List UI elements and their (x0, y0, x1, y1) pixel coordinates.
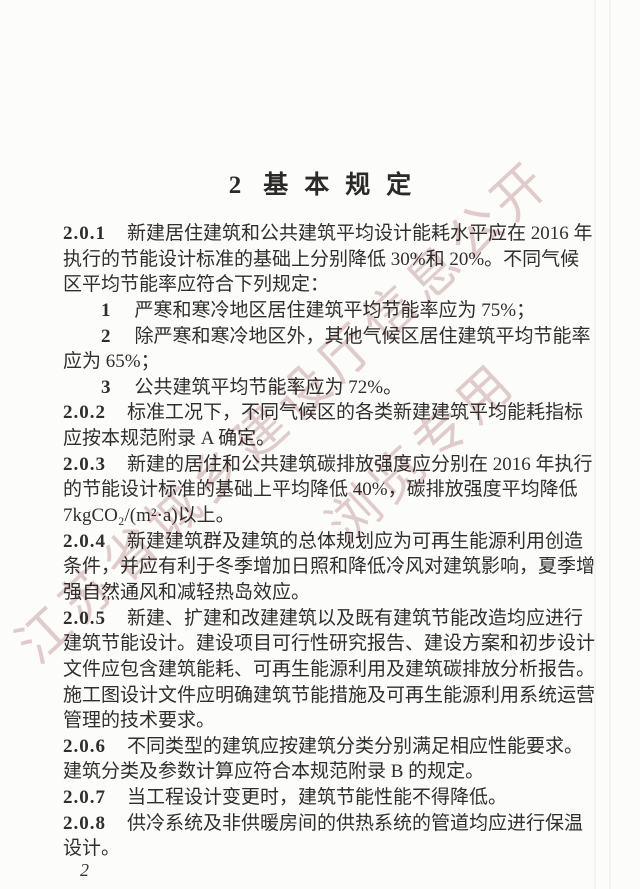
line-text: 当工程设计变更时，建筑节能性能不得降低。 (127, 787, 508, 809)
scan-artifact-line (594, 0, 596, 889)
line-text: 强自然通风和减轻热岛效应。 (63, 581, 311, 603)
clause-number: 2.0.3 (63, 453, 106, 475)
continuation-line: 施工图设计文件应明确建筑节能措施及可再生能源利用系统运营 (63, 683, 595, 709)
continuation-line: 7kgCO₂/(m²·a)以上。 (63, 503, 585, 529)
page-number: 2 (80, 860, 89, 880)
line-text: 新建的居住和公共建筑碳排放强度应分别在 2016 年执行 (127, 453, 593, 475)
clause-line: 2.0.2 标准工况下，不同气候区的各类新建建筑平均能耗指标 (63, 400, 585, 426)
clause-number: 2.0.5 (63, 607, 106, 629)
sub-item-line: 1 严寒和寒冷地区居住建筑平均节能率应为 75%； (63, 298, 585, 324)
line-text: 条件，并应有利于冬季增加日照和降低冷风对建筑影响，夏季增 (63, 556, 596, 578)
clause-number: 2.0.4 (63, 530, 106, 552)
line-text: 新建建筑群及建筑的总体规划应为可再生能源利用创造 (127, 530, 584, 552)
clause-line: 2.0.3 新建的居住和公共建筑碳排放强度应分别在 2016 年执行 (63, 452, 593, 478)
continuation-line: 设计。 (63, 836, 585, 862)
item-number: 2 (101, 325, 111, 347)
chapter-title-text: 基本规定 (263, 171, 428, 199)
line-text: 施工图设计文件应明确建筑节能措施及可再生能源利用系统运营 (63, 684, 596, 706)
line-text: 应按本规范附录 A 确定。 (63, 428, 276, 450)
line-text: 执行的节能设计标准的基础上分别降低 30%和 20%。不同气候 (63, 248, 580, 270)
continuation-line: 建筑分类及参数计算应符合本规范附录 B 的规定。 (63, 759, 585, 785)
line-text: 7kgCO₂/(m²·a)以上。 (63, 505, 235, 527)
clause-text-block: 2.0.1 新建居住建筑和公共建筑平均设计能耗水平应在 2016 年执行的节能设计… (63, 221, 595, 862)
clause-line: 2.0.7 当工程设计变更时，建筑节能性能不得降低。 (63, 785, 585, 811)
continuation-line: 建筑节能设计。建设项目可行性研究报告、建设方案和初步设计 (63, 631, 595, 657)
clause-line: 2.0.8 供冷系统及非供暖房间的供热系统的管道均应进行保温 (63, 811, 585, 837)
line-text: 设计。 (63, 838, 121, 860)
continuation-line: 文件应包含建筑能耗、可再生能源利用及建筑碳排放分析报告。 (63, 657, 595, 683)
continuation-line: 条件，并应有利于冬季增加日照和降低冷风对建筑影响，夏季增 (63, 554, 595, 580)
clause-line: 2.0.4 新建建筑群及建筑的总体规划应为可再生能源利用创造 (63, 529, 585, 555)
line-text: 标准工况下，不同气候区的各类新建建筑平均能耗指标 (127, 402, 584, 424)
line-text: 新建居住建筑和公共建筑平均设计能耗水平应在 2016 年 (127, 223, 593, 244)
clause-number: 2.0.6 (63, 735, 106, 757)
clause-line: 2.0.6 不同类型的建筑应按建筑分类分别满足相应性能要求。 (63, 734, 585, 760)
line-text: 供冷系统及非供暖房间的供热系统的管道均应进行保温 (127, 812, 584, 834)
continuation-line: 应为 65%； (63, 349, 585, 375)
line-text: 建筑节能设计。建设项目可行性研究报告、建设方案和初步设计 (63, 633, 596, 655)
line-text: 严寒和寒冷地区居住建筑平均节能率应为 75%； (134, 299, 536, 321)
chapter-number: 2 (228, 171, 242, 199)
line-text: 应为 65%； (63, 351, 160, 373)
line-text: 不同类型的建筑应按建筑分类分别满足相应性能要求。 (127, 735, 584, 757)
line-text: 的节能设计标准的基础上平均降低 40%，碳排放强度平均降低 (63, 479, 578, 501)
clause-number: 2.0.1 (63, 223, 106, 244)
line-text: 建筑分类及参数计算应符合本规范附录 B 的规定。 (63, 761, 485, 783)
line-text: 除严寒和寒冷地区外，其他气候区居住建筑平均节能率 (134, 325, 591, 347)
continuation-line: 区平均节能率应符合下列规定： (63, 272, 585, 298)
item-number: 1 (101, 299, 111, 321)
line-text: 区平均节能率应符合下列规定： (63, 274, 330, 296)
line-text: 文件应包含建筑能耗、可再生能源利用及建筑碳排放分析报告。 (63, 658, 596, 680)
continuation-line: 管理的技术要求。 (63, 708, 585, 734)
clause-line: 2.0.1 新建居住建筑和公共建筑平均设计能耗水平应在 2016 年 (63, 221, 593, 247)
line-text: 新建、扩建和改建建筑以及既有建筑节能改造均应进行 (127, 607, 584, 629)
item-number: 3 (101, 376, 111, 398)
chapter-title: 2 基本规定 (0, 165, 640, 201)
continuation-line: 强自然通风和减轻热岛效应。 (63, 580, 585, 606)
clause-line: 2.0.5 新建、扩建和改建建筑以及既有建筑节能改造均应进行 (63, 606, 585, 632)
clause-number: 2.0.8 (63, 812, 106, 834)
line-text: 公共建筑平均节能率应为 72%。 (134, 376, 403, 398)
sub-item-line: 2 除严寒和寒冷地区外，其他气候区居住建筑平均节能率 (63, 324, 591, 350)
sub-item-line: 3 公共建筑平均节能率应为 72%。 (63, 375, 585, 401)
clause-number: 2.0.2 (63, 402, 106, 424)
continuation-line: 执行的节能设计标准的基础上分别降低 30%和 20%。不同气候 (63, 247, 585, 273)
continuation-line: 的节能设计标准的基础上平均降低 40%，碳排放强度平均降低 (63, 477, 585, 503)
continuation-line: 应按本规范附录 A 确定。 (63, 426, 585, 452)
clause-number: 2.0.7 (63, 787, 106, 809)
scan-artifact-line (609, 0, 611, 889)
line-text: 管理的技术要求。 (63, 710, 216, 732)
